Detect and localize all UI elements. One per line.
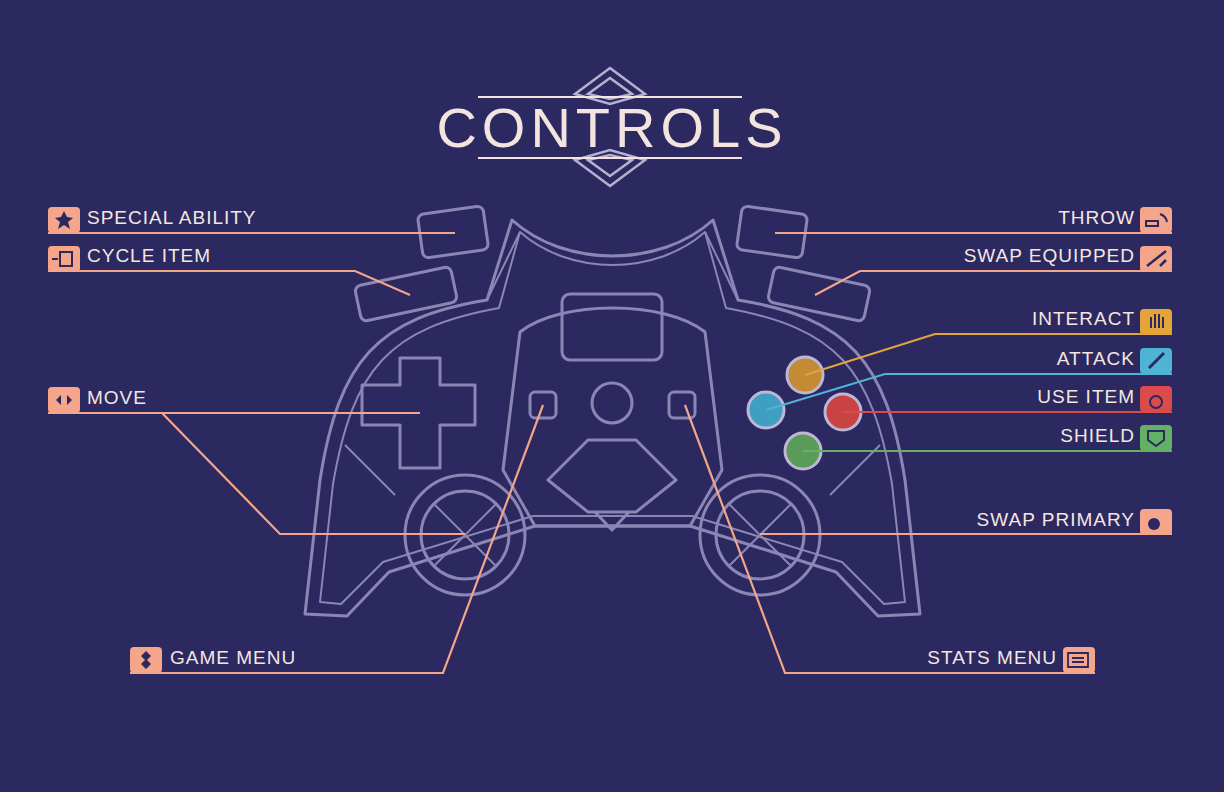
icon-glyphs bbox=[56, 395, 72, 405]
page-title: CONTROLS bbox=[436, 96, 787, 160]
leader-lines bbox=[775, 232, 1172, 234]
controller-body bbox=[305, 220, 920, 616]
icon-tiles bbox=[1140, 348, 1172, 374]
control-label: SPECIAL ABILITY bbox=[87, 206, 257, 230]
icon-glyphs bbox=[1146, 214, 1167, 226]
control-label: INTERACT bbox=[1032, 307, 1135, 331]
icon-glyphs bbox=[1148, 518, 1160, 530]
controller-body bbox=[592, 383, 632, 423]
icon-glyphs bbox=[55, 211, 73, 229]
icon-glyphs bbox=[1150, 396, 1162, 408]
icon-tiles bbox=[48, 246, 80, 272]
icon-tiles bbox=[1140, 425, 1172, 451]
control-label: STATS MENU bbox=[927, 646, 1057, 670]
leader-lines bbox=[805, 334, 1172, 375]
controller-body bbox=[595, 512, 629, 530]
leader-lines bbox=[162, 413, 465, 534]
icon-glyphs bbox=[1149, 353, 1164, 368]
title-ornament bbox=[588, 78, 632, 99]
control-label: GAME MENU bbox=[170, 646, 296, 670]
icon-glyphs bbox=[52, 252, 72, 266]
control-label: SWAP PRIMARY bbox=[977, 508, 1135, 532]
leader-lines bbox=[48, 271, 410, 295]
icon-glyphs bbox=[1147, 251, 1166, 266]
controller-body bbox=[548, 440, 676, 512]
leader-lines bbox=[843, 411, 1172, 413]
controller-body bbox=[320, 232, 905, 604]
control-label: SWAP EQUIPPED bbox=[964, 244, 1135, 268]
control-label: SHIELD bbox=[1060, 424, 1135, 448]
icon-glyphs bbox=[1151, 314, 1163, 328]
leader-lines bbox=[766, 374, 1172, 410]
icon-tiles bbox=[1140, 509, 1172, 535]
control-label: CYCLE ITEM bbox=[87, 244, 211, 268]
icon-tiles bbox=[1140, 207, 1172, 233]
control-label: MOVE bbox=[87, 386, 147, 410]
control-label: ATTACK bbox=[1057, 347, 1135, 371]
controller-body bbox=[562, 294, 662, 360]
icon-tiles bbox=[48, 207, 80, 233]
leader-lines bbox=[48, 412, 420, 414]
leader-lines bbox=[130, 405, 543, 673]
icon-glyphs bbox=[52, 211, 1167, 669]
control-label: THROW bbox=[1058, 206, 1135, 230]
icon-tiles bbox=[1140, 309, 1172, 335]
icon-glyphs bbox=[141, 651, 151, 669]
icon-tiles bbox=[130, 647, 162, 673]
icon-tiles bbox=[1063, 647, 1095, 673]
icon-glyphs bbox=[1148, 431, 1164, 446]
icon-glyphs bbox=[1068, 653, 1088, 667]
control-label: USE ITEM bbox=[1037, 385, 1135, 409]
leader-lines bbox=[48, 233, 1172, 673]
leader-lines bbox=[685, 405, 1095, 673]
icon-tiles bbox=[1140, 386, 1172, 412]
leader-lines bbox=[803, 450, 1172, 452]
controller-body bbox=[669, 392, 695, 418]
controller-body bbox=[305, 206, 920, 616]
leader-lines bbox=[815, 271, 1172, 295]
controller-body bbox=[487, 232, 738, 300]
icon-tiles bbox=[48, 387, 80, 413]
leader-lines bbox=[760, 533, 1172, 535]
icon-tiles bbox=[1140, 246, 1172, 272]
icon-tiles bbox=[48, 207, 1172, 673]
leader-lines bbox=[48, 232, 455, 234]
